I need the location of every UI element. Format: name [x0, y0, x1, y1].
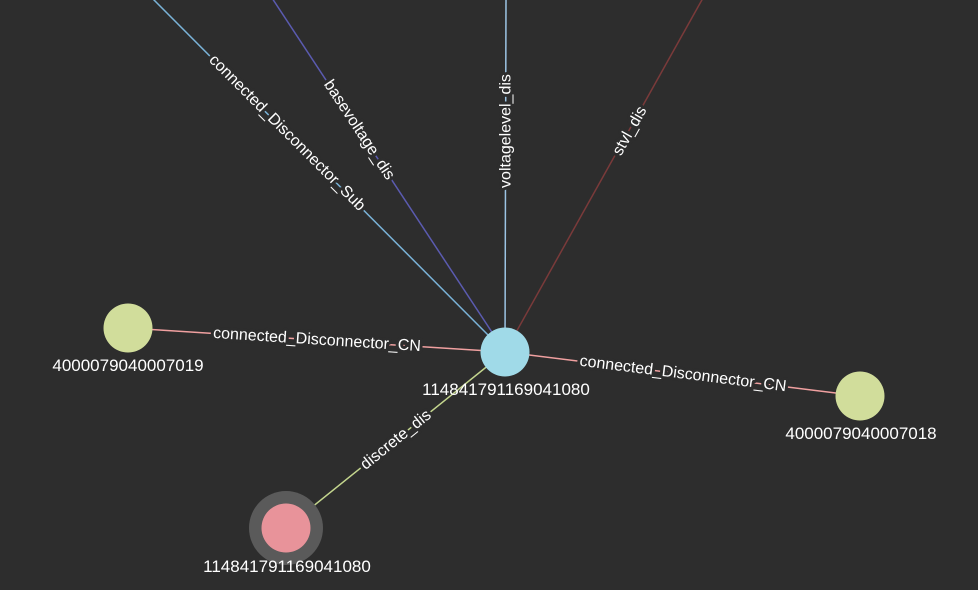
- edge-connected-disconnector-cn-left[interactable]: connected_Disconnector_CN: [127, 322, 506, 358]
- edge-label: connected_Disconnector_Sub: [205, 52, 368, 215]
- edge-label: connected_Disconnector_CN: [213, 325, 422, 355]
- edge-label: connected_Disconnector_CN: [579, 353, 788, 395]
- nodes-layer: 114841791169041080 4000079040007019 4000…: [52, 303, 937, 576]
- edge-line[interactable]: [127, 327, 506, 353]
- node-circle[interactable]: [103, 303, 153, 353]
- graph-node-left[interactable]: 4000079040007019: [52, 303, 204, 376]
- edge-label: discrete_dis: [357, 407, 434, 474]
- edge-line[interactable]: [285, 351, 506, 529]
- node-label: 4000079040007019: [52, 356, 203, 375]
- edge-discrete-dis[interactable]: discrete_dis: [285, 351, 506, 529]
- node-circle[interactable]: [835, 371, 885, 421]
- node-label: 4000079040007018: [785, 424, 936, 443]
- graph-node-bottom-selected[interactable]: 114841791169041080: [203, 491, 371, 576]
- edge-label: voltagelevel_dis: [498, 74, 515, 188]
- edge-line[interactable]: [152, 0, 506, 353]
- edge-label: stvl_dis: [610, 104, 651, 159]
- edge-connected-disconnector-sub[interactable]: connected_Disconnector_Sub: [152, 0, 506, 353]
- edges-layer: connected_Disconnector_Sub basevoltage_d…: [127, 0, 861, 529]
- graph-node-right[interactable]: 4000079040007018: [785, 371, 937, 444]
- edge-stvl-dis[interactable]: stvl_dis: [504, 0, 703, 353]
- edge-line[interactable]: [504, 0, 703, 353]
- node-circle[interactable]: [480, 327, 530, 377]
- edge-line[interactable]: [504, 351, 861, 397]
- node-label: 114841791169041080: [422, 380, 590, 399]
- edge-line[interactable]: [504, 0, 507, 353]
- edge-line[interactable]: [272, 0, 506, 353]
- graph-node-center[interactable]: 114841791169041080: [422, 327, 590, 400]
- edge-basevoltage-dis[interactable]: basevoltage_dis: [272, 0, 506, 353]
- node-label: 114841791169041080: [203, 557, 371, 576]
- edge-voltagelevel-dis[interactable]: voltagelevel_dis: [495, 0, 518, 353]
- node-circle[interactable]: [261, 503, 311, 553]
